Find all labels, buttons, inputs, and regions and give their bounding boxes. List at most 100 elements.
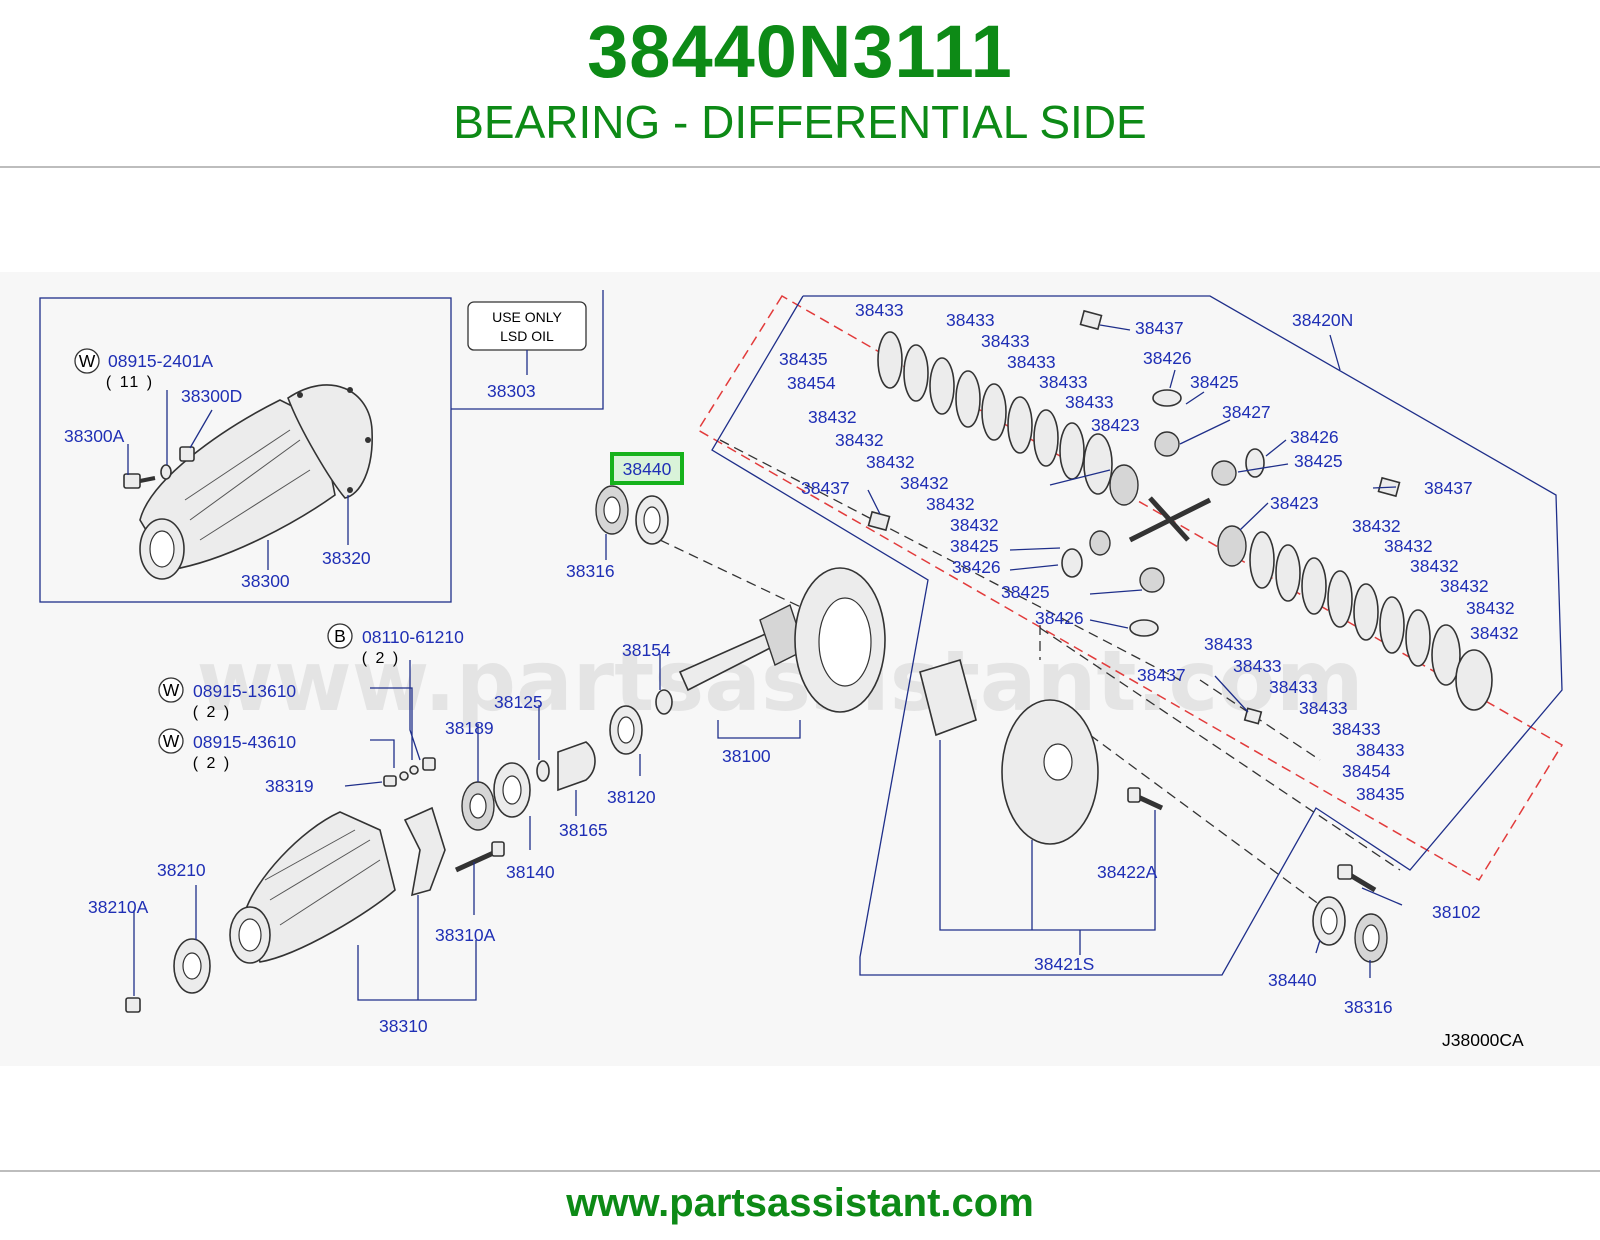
part-label[interactable]: 38437	[1135, 318, 1184, 338]
part-label[interactable]: 38210	[157, 860, 206, 880]
part-label[interactable]: 38102	[1432, 902, 1481, 922]
washer-symbol-icon	[158, 677, 184, 703]
side-gear-38423-lower	[1217, 525, 1247, 567]
part-label[interactable]: 38433	[1007, 352, 1056, 372]
nut-38300d	[179, 446, 195, 462]
part-label[interactable]: 38140	[506, 862, 555, 882]
quantity-label: ( 2 )	[193, 755, 231, 772]
part-label[interactable]: 38432	[900, 473, 949, 493]
part-label[interactable]: 38316	[1344, 997, 1393, 1017]
part-label[interactable]: 38300	[241, 571, 290, 591]
part-label[interactable]: 38100	[722, 746, 771, 766]
part-label[interactable]: 38432	[950, 515, 999, 535]
part-label[interactable]: 38433	[1065, 392, 1114, 412]
part-label[interactable]: 38432	[1384, 536, 1433, 556]
part-label[interactable]: 38310	[379, 1016, 428, 1036]
part-label[interactable]: 08915-2401A	[108, 351, 213, 371]
part-label[interactable]: 38300A	[64, 426, 125, 446]
part-label[interactable]: 38435	[779, 349, 828, 369]
diagram-canvas: www.partsassistant.com USE ONLY LSD OIL	[39, 290, 1564, 1050]
nut-38210a	[125, 997, 141, 1013]
part-label[interactable]: 38423	[1091, 415, 1140, 435]
thrust-washer-38426	[1152, 389, 1182, 407]
leader-lines	[127, 324, 1403, 1001]
part-label[interactable]: 38432	[1466, 598, 1515, 618]
part-label[interactable]: 38432	[808, 407, 857, 427]
part-label[interactable]: 08915-13610	[193, 681, 296, 701]
washer-symbol-icon	[74, 348, 100, 374]
part-label[interactable]: 38432	[1352, 516, 1401, 536]
part-label[interactable]: 38435	[1356, 784, 1405, 804]
part-label[interactable]: 38421S	[1034, 954, 1094, 974]
adjuster-38316-lower	[1354, 913, 1388, 963]
part-label[interactable]: 38454	[787, 373, 836, 393]
part-label[interactable]: 38320	[322, 548, 371, 568]
ring-gear-38100	[794, 567, 886, 713]
part-label[interactable]: 38426	[952, 557, 1001, 577]
part-label[interactable]: 38425	[1001, 582, 1050, 602]
oil-seal-38189	[461, 781, 495, 831]
part-label[interactable]: 38433	[1204, 634, 1253, 654]
phantom-line	[1039, 627, 1401, 871]
lsd-clutch-pack-upper	[877, 331, 1113, 495]
part-label[interactable]: 38432	[835, 430, 884, 450]
part-label[interactable]: 38319	[265, 776, 314, 796]
part-label[interactable]: 38437	[1424, 478, 1473, 498]
part-label[interactable]: 38310A	[435, 925, 496, 945]
part-label[interactable]: 38433	[1039, 372, 1088, 392]
diff-case-38421s	[1001, 699, 1099, 845]
part-label[interactable]: 08110-61210	[362, 627, 464, 647]
part-label[interactable]: 38420N	[1292, 310, 1353, 330]
part-label[interactable]: 38432	[1470, 623, 1519, 643]
part-label[interactable]: 38433	[1356, 740, 1405, 760]
lsd-clutch-pack-lower	[1249, 531, 1493, 711]
part-label[interactable]: 38425	[1190, 372, 1239, 392]
part-label[interactable]: 38425	[950, 536, 999, 556]
part-label[interactable]: 38422A	[1097, 862, 1158, 882]
part-label[interactable]: 38433	[1332, 719, 1381, 739]
part-label[interactable]: 38165	[559, 820, 608, 840]
part-label[interactable]: 38433	[1269, 677, 1318, 697]
lsd-phantom-outline	[696, 294, 1564, 882]
footer-website-link[interactable]: www.partsassistant.com	[566, 1181, 1034, 1225]
breather-38319	[383, 757, 436, 787]
oil-note-leader-box	[451, 290, 604, 410]
quantity-label: ( 2 )	[193, 704, 231, 721]
part-label[interactable]: 38433	[1299, 698, 1348, 718]
part-label[interactable]: 38440	[1268, 970, 1317, 990]
part-label[interactable]: 38154	[622, 640, 671, 660]
part-label[interactable]: 38437	[801, 478, 850, 498]
part-label[interactable]: 38432	[1410, 556, 1459, 576]
diff-case-cover	[919, 658, 977, 737]
part-label[interactable]: 38426	[1290, 427, 1339, 447]
part-label[interactable]: 38433	[855, 300, 904, 320]
part-number-title: 38440N3111	[587, 10, 1013, 93]
part-label[interactable]: 38303	[487, 381, 536, 401]
part-label[interactable]: 38425	[1294, 451, 1343, 471]
part-label[interactable]: 38433	[1233, 656, 1282, 676]
thrust-washer-38426	[1129, 619, 1159, 637]
part-label[interactable]: 38426	[1143, 348, 1192, 368]
part-label[interactable]: 38432	[926, 494, 975, 514]
washer-symbol-icon	[158, 728, 184, 754]
shim-38154	[655, 689, 673, 715]
part-label[interactable]: 38426	[1035, 608, 1084, 628]
part-label[interactable]: 38316	[566, 561, 615, 581]
part-label[interactable]: 38432	[1440, 576, 1489, 596]
part-label[interactable]: 38433	[946, 310, 995, 330]
part-label[interactable]: 38454	[1342, 761, 1391, 781]
bolt-38300a	[123, 473, 156, 489]
part-label[interactable]: 08915-43610	[193, 732, 296, 752]
part-label[interactable]: 38120	[607, 787, 656, 807]
part-label[interactable]: 38300D	[181, 386, 242, 406]
highlighted-part-label[interactable]: 38440	[623, 459, 672, 479]
part-label[interactable]: 38125	[494, 692, 543, 712]
part-label[interactable]: 38210A	[88, 897, 149, 917]
part-label[interactable]: 38437	[1137, 665, 1186, 685]
part-label[interactable]: 38189	[445, 718, 494, 738]
part-label[interactable]: 38427	[1222, 402, 1271, 422]
part-label[interactable]: 38432	[866, 452, 915, 472]
part-label[interactable]: 38433	[981, 331, 1030, 351]
plug-38437	[1079, 309, 1103, 331]
part-label[interactable]: 38423	[1270, 493, 1319, 513]
